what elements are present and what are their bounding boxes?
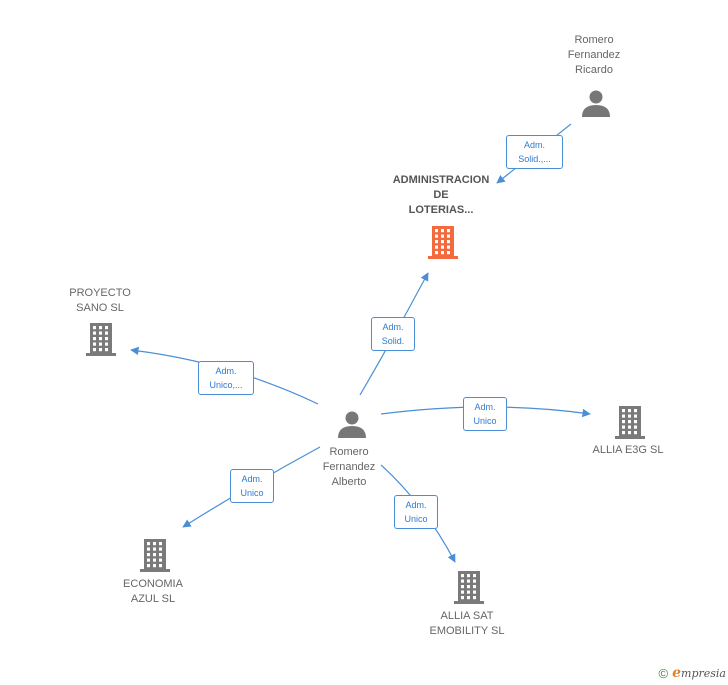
node-label-alberto[interactable]: Romero Fernandez Alberto bbox=[322, 446, 376, 488]
building-icon-allia_sat[interactable] bbox=[454, 571, 484, 604]
brand-logo: empresia bbox=[672, 665, 726, 681]
node-label-proyecto[interactable]: PROYECTO SANO SL bbox=[69, 287, 131, 314]
edge-label-alberto-adm[interactable]: Adm. Solid. bbox=[371, 317, 415, 351]
footer-brand: © empresia bbox=[659, 665, 726, 681]
building-icon-adm[interactable] bbox=[428, 226, 458, 259]
person-icon-ricardo[interactable] bbox=[582, 90, 610, 118]
edge-label-alberto-proyecto[interactable]: Adm. Unico,... bbox=[198, 361, 254, 395]
edge-label-alberto-allia_e3g[interactable]: Adm. Unico bbox=[463, 397, 507, 431]
node-label-allia_sat[interactable]: ALLIA SAT EMOBILITY SL bbox=[429, 610, 505, 637]
copyright-icon: © bbox=[658, 665, 669, 681]
node-label-ricardo[interactable]: Romero Fernandez Ricardo bbox=[567, 34, 621, 76]
building-icon-proyecto[interactable] bbox=[86, 323, 116, 356]
person-icon-alberto[interactable] bbox=[338, 411, 366, 439]
node-label-allia_e3g[interactable]: ALLIA E3G SL bbox=[592, 444, 664, 456]
edge-label-alberto-economia[interactable]: Adm. Unico bbox=[230, 469, 274, 503]
node-label-adm[interactable]: ADMINISTRACION DE LOTERIAS... bbox=[392, 174, 490, 216]
edge-label-alberto-allia_sat[interactable]: Adm. Unico bbox=[394, 495, 438, 529]
edge-label-ricardo-adm[interactable]: Adm. Solid.,... bbox=[506, 135, 563, 169]
building-icon-economia[interactable] bbox=[140, 539, 170, 572]
building-icon-allia_e3g[interactable] bbox=[615, 406, 645, 439]
node-label-economia[interactable]: ECONOMIA AZUL SL bbox=[123, 578, 183, 605]
